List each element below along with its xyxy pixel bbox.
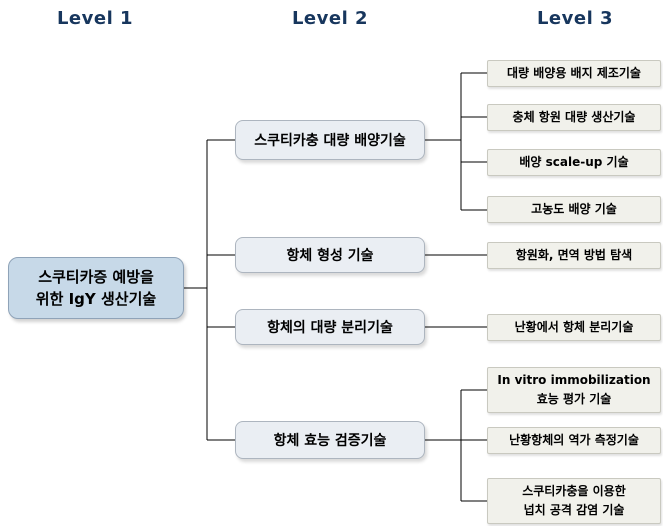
level1-box-line1: 스쿠티카증 예방을	[38, 267, 154, 286]
level2-box-efficacy-verification: 항체 효능 검증기술	[235, 421, 425, 459]
header-level-1: Level 1	[56, 8, 134, 29]
level3-box-medium-manufacturing: 대량 배양용 배지 제조기술	[487, 60, 661, 87]
level2-box-antibody-formation: 항체 형성 기술	[235, 237, 425, 273]
level3-box-antigenization-immunization: 항원화, 면역 방법 탐색	[487, 242, 661, 269]
level3-box-in-vitro-immobilization: In vitro immobilization 효능 평가 기술	[487, 367, 661, 413]
level3-box-antigen-production: 충체 항원 대량 생산기술	[487, 104, 661, 131]
level3-box-high-density-culture: 고농도 배양 기술	[487, 196, 661, 223]
level1-box-line2: 위한 IgY 생산기술	[35, 290, 157, 308]
level3-box-scale-up: 배양 scale-up 기술	[487, 149, 661, 176]
header-level-2: Level 2	[291, 8, 369, 29]
level3-box-titer-measurement: 난황항체의 역가 측정기술	[487, 427, 661, 454]
level3-box-challenge-line2: 넙치 공격 감염 기술	[523, 503, 625, 517]
level3-box-in-vitro-line1: In vitro immobilization	[497, 373, 651, 388]
level3-box-yolk-antibody-separation: 난황에서 항체 분리기술	[487, 314, 661, 341]
level1-box-igy-production: 스쿠티카증 예방을 위한 IgY 생산기술	[8, 257, 184, 319]
level3-box-challenge-line1: 스쿠티카충을 이용한	[522, 484, 626, 499]
level3-box-challenge-infection: 스쿠티카충을 이용한 넙치 공격 감염 기술	[487, 478, 661, 524]
level2-box-antibody-separation: 항체의 대량 분리기술	[235, 309, 425, 345]
level3-box-in-vitro-line2: 효능 평가 기술	[536, 392, 612, 406]
level2-box-mass-culture: 스쿠티카충 대량 배양기술	[235, 120, 425, 160]
header-level-3: Level 3	[536, 8, 614, 29]
